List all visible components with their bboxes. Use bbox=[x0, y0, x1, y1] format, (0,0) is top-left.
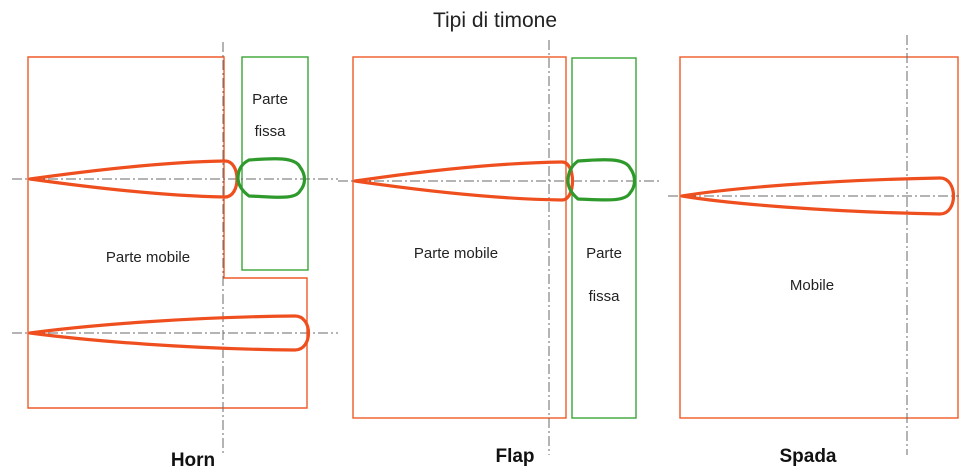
horn-movable-outline bbox=[27, 56, 308, 409]
spade-rudder-diagram: Mobile Spada bbox=[668, 35, 959, 467]
horn-fixed-label-line1: Parte bbox=[252, 91, 288, 108]
spade-movable-outline bbox=[679, 56, 959, 419]
horn-fixed-profile bbox=[236, 157, 307, 199]
horn-movable-label: Parte mobile bbox=[106, 249, 190, 266]
flap-fixed-label-line2: fissa bbox=[589, 288, 621, 305]
flap-caption: Flap bbox=[495, 446, 534, 467]
horn-rudder-diagram: Parte mobile Parte fissa Horn bbox=[12, 42, 338, 469]
horn-fixed-label-line2: fissa bbox=[255, 123, 287, 140]
flap-movable-label: Parte mobile bbox=[414, 245, 498, 262]
flap-movable-outline bbox=[352, 56, 567, 419]
flap-rudder-diagram: Parte mobile Parte fissa Flap bbox=[338, 40, 660, 467]
spade-movable-profile bbox=[680, 176, 955, 216]
spade-movable-label: Mobile bbox=[790, 277, 834, 294]
horn-caption: Horn bbox=[171, 450, 215, 469]
flap-fixed-profile bbox=[566, 158, 637, 202]
horn-lower-movable-profile bbox=[28, 314, 310, 352]
diagram-title: Tipi di timone bbox=[433, 9, 557, 32]
spade-caption: Spada bbox=[779, 446, 836, 467]
flap-movable-profile bbox=[353, 160, 574, 202]
flap-fixed-label-line1: Parte bbox=[586, 245, 622, 262]
flap-fixed-outline bbox=[571, 57, 637, 419]
